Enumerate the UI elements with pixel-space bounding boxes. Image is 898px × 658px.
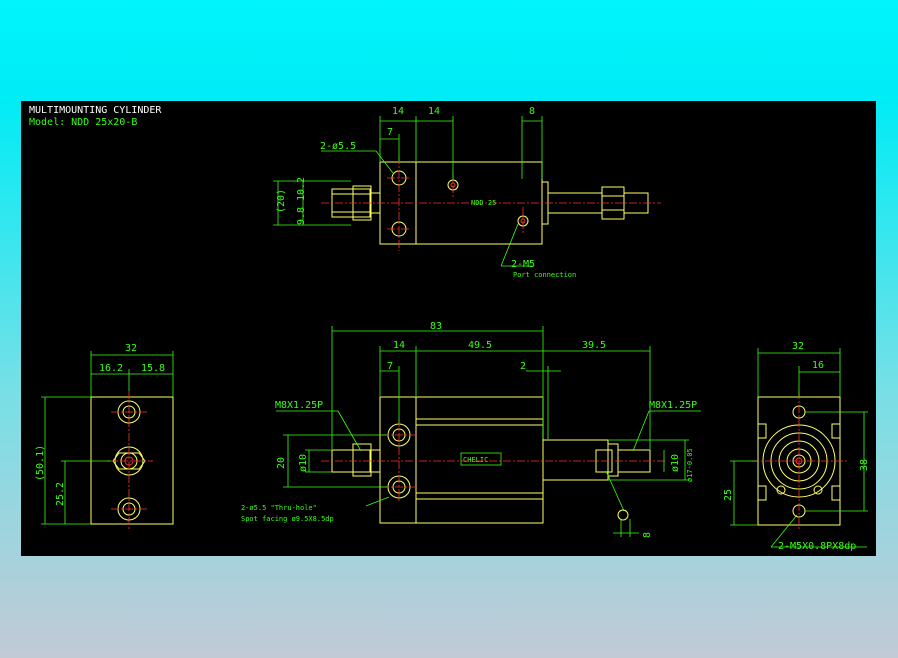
left-end-body (90, 396, 174, 525)
top-body-text: NDD 25 (471, 199, 496, 207)
drawing-title: MULTIMOUNTING CYLINDER (29, 105, 162, 116)
front-thread-right: M8X1.25P (649, 400, 697, 411)
model-label: Model: NDD 25x20-B (29, 117, 137, 128)
right-dim-38: 38 (859, 459, 870, 471)
front-dim-2: 2 (520, 361, 526, 372)
front-dim-8: 8 (642, 532, 653, 538)
front-dim-20: 20 (276, 457, 287, 469)
front-dim-d10-right: ø10 (670, 454, 681, 472)
front-dim-49-5: 49.5 (468, 340, 492, 351)
top-dim-14a: 14 (392, 106, 404, 117)
right-dim-32: 32 (792, 341, 804, 352)
top-dim-8: 8 (529, 106, 535, 117)
front-thread-left: M8X1.25P (275, 400, 323, 411)
drawing-sheet: MULTIMOUNTING CYLINDER Model: NDD 25x20-… (21, 101, 876, 556)
front-dim-39-5: 39.5 (582, 340, 606, 351)
top-dim-14b: 14 (428, 106, 440, 117)
top-port-label: 2-M5 (511, 259, 535, 270)
front-hole-note-1: 2-ø5.5 "Thru-hole" (241, 504, 317, 512)
left-dim-15-8: 15.8 (141, 363, 165, 374)
left-end-view: 32 16.2 15.8 (50.1) 25.2 (35, 343, 174, 531)
front-dim-83: 83 (430, 321, 442, 332)
right-thread-note: 2-M5X0.8PX8dp (778, 541, 856, 552)
left-dim-50-1: (50.1) (35, 445, 46, 481)
left-dim-25-2: 25.2 (55, 482, 66, 506)
front-view: CHELIC 83 14 49.5 39.5 7 2 20 ø10 ø10 (241, 321, 701, 538)
front-dim-d10-left: ø10 (298, 454, 309, 472)
front-hole-note-2: Spot facing ø9.5X8.5dp (241, 515, 334, 523)
front-logo: CHELIC (463, 456, 488, 464)
front-dim-d17: ø17-0.05 (686, 448, 694, 482)
top-dim-10-2: 10.2 (296, 177, 307, 201)
front-dim-7: 7 (387, 361, 393, 372)
top-port-note: Port connection (513, 271, 576, 279)
top-dim-9-8: 9.8 (296, 207, 307, 225)
cad-drawing: MULTIMOUNTING CYLINDER Model: NDD 25x20-… (29, 105, 870, 552)
top-hole-label: 2-ø5.5 (320, 141, 356, 152)
right-dim-25: 25 (723, 489, 734, 501)
left-dim-16-2: 16.2 (99, 363, 123, 374)
top-view: NDD 25 14 14 8 7 2-ø5.5 (20) 10.2 9.8 2-… (273, 106, 661, 279)
right-end-view: 32 16 38 25 2-M5X0.8PX8dp (723, 341, 870, 552)
front-dim-14: 14 (393, 340, 405, 351)
right-dim-16: 16 (812, 360, 824, 371)
left-dim-32: 32 (125, 343, 137, 354)
top-dim-20: (20) (276, 189, 287, 213)
top-dim-7: 7 (387, 127, 393, 138)
